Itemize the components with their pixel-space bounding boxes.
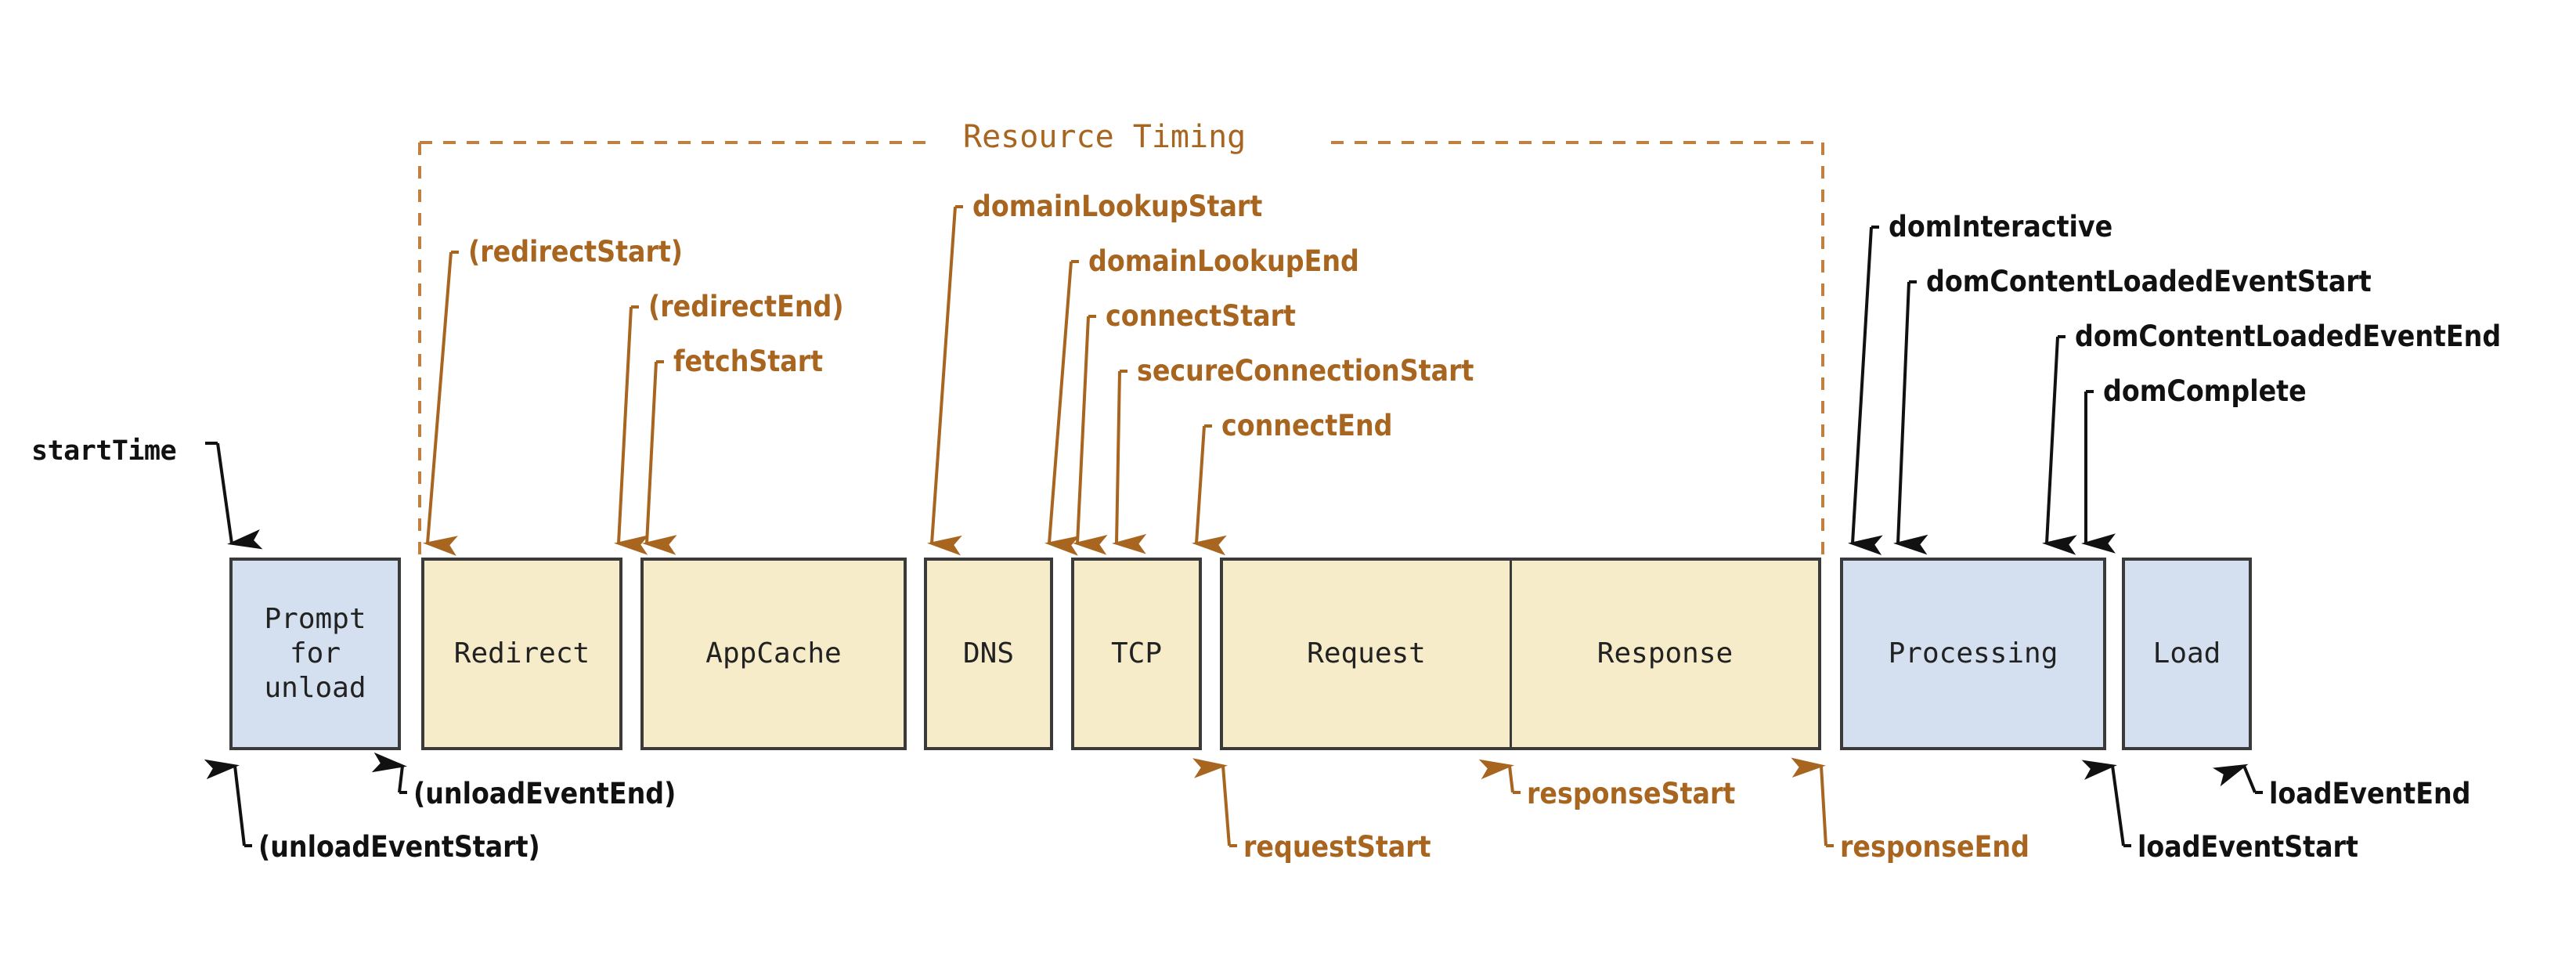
phase-label: AppCache <box>705 637 842 670</box>
top-leader-lines-black <box>205 226 2094 543</box>
label-response-start: responseStart <box>1527 777 1736 810</box>
phase-label: Load <box>2152 637 2221 670</box>
phase-label: Processing <box>1888 637 2058 670</box>
phase-label: DNS <box>962 637 1015 670</box>
phase-box-prompt-for-unload[interactable]: Prompt for unload <box>229 558 401 750</box>
label-domain-lookup-start: domainLookupStart <box>972 190 1263 223</box>
phase-box-dns[interactable]: DNS <box>924 558 1053 750</box>
label-redirect-end: (redirectEnd) <box>648 290 844 323</box>
label-request-start: requestStart <box>1243 830 1431 864</box>
label-dom-complete: domComplete <box>2103 374 2307 408</box>
phase-box-tcp[interactable]: TCP <box>1071 558 1202 750</box>
label-start-time: startTime <box>31 435 177 467</box>
label-load-event-start: loadEventStart <box>2138 830 2358 864</box>
phase-box-response[interactable]: Response <box>1512 561 1818 747</box>
phase-box-request-response-group: Request Response <box>1220 558 1821 750</box>
resource-timing-group-label: Resource Timing <box>952 119 1257 155</box>
phase-box-load[interactable]: Load <box>2122 558 2252 750</box>
phase-label: Response <box>1596 637 1734 670</box>
label-dom-content-loaded-event-start: domContentLoadedEventStart <box>1926 265 2372 298</box>
label-secure-connection-start: secureConnectionStart <box>1137 354 1474 388</box>
label-load-event-end: loadEventEnd <box>2269 777 2471 810</box>
bottom-leader-lines-black <box>235 766 2263 847</box>
phase-label: TCP <box>1110 637 1163 670</box>
label-dom-interactive: domInteractive <box>1889 210 2113 244</box>
label-connect-end: connectEnd <box>1221 409 1393 442</box>
top-leader-lines-brown <box>428 205 1212 543</box>
label-dom-content-loaded-event-end: domContentLoadedEventEnd <box>2075 319 2502 353</box>
label-unload-event-end: (unloadEventEnd) <box>413 777 676 810</box>
label-redirect-start: (redirectStart) <box>468 235 683 269</box>
bottom-leader-lines-brown <box>1223 766 1834 847</box>
resource-timing-bracket <box>418 141 1824 558</box>
label-connect-start: connectStart <box>1106 299 1296 333</box>
label-response-end: responseEnd <box>1840 830 2029 864</box>
label-unload-event-start: (unloadEventStart) <box>258 830 540 864</box>
label-domain-lookup-end: domainLookupEnd <box>1088 244 1359 278</box>
phase-label: Prompt for unload <box>264 603 366 704</box>
phase-label: Redirect <box>453 637 590 670</box>
label-fetch-start: fetchStart <box>673 345 824 378</box>
phase-label: Request <box>1307 637 1426 670</box>
phase-box-redirect[interactable]: Redirect <box>421 558 622 750</box>
phase-box-processing[interactable]: Processing <box>1840 558 2106 750</box>
request-response-divider <box>1510 561 1512 747</box>
phase-box-request[interactable]: Request <box>1223 561 1510 747</box>
phase-box-appcache[interactable]: AppCache <box>640 558 907 750</box>
